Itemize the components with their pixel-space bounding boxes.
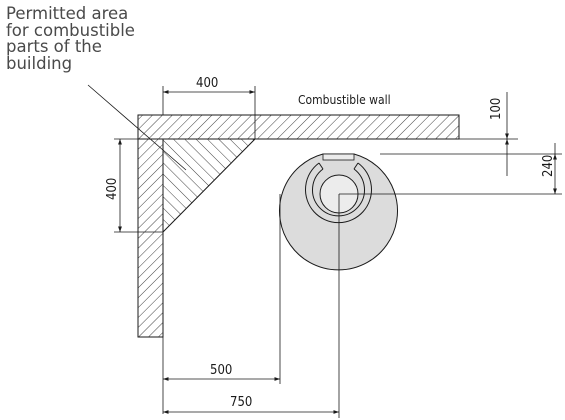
dimension-stove-depth: 240 <box>339 143 562 195</box>
dimension-top-width: 400 <box>162 76 256 139</box>
stove-door-outer-ring <box>305 162 372 224</box>
note-line-1: Permitted area <box>6 4 129 23</box>
note-line-2: for combustible <box>6 20 135 40</box>
dimension-total-distance: 750 <box>163 194 340 418</box>
note-line-4: building <box>6 53 73 73</box>
stove-ring-end-left <box>318 162 324 170</box>
dimension-left-height-value: 400 <box>105 178 120 200</box>
stove-door-inner-ring <box>312 168 365 217</box>
stove-top-view <box>279 153 398 271</box>
dimension-top-width-value: 400 <box>196 76 218 91</box>
stove-ring-end-right <box>353 162 359 170</box>
combustible-wall-vertical <box>137 138 164 338</box>
dimension-side-distance-value: 500 <box>210 363 232 378</box>
dimension-wall-thickness: 100 <box>459 92 518 176</box>
permitted-area-zone <box>162 138 257 234</box>
dimension-side-distance: 500 <box>162 194 281 414</box>
dimension-left-height: 400 <box>105 138 163 233</box>
dimension-wall-thickness-value: 100 <box>489 98 504 120</box>
wall-label: Combustible wall <box>298 93 391 107</box>
note-line-3: parts of the <box>6 37 102 57</box>
permitted-area-note: Permitted area for combustible parts of … <box>6 4 135 73</box>
stove-back-plate <box>322 153 355 161</box>
dimension-total-distance-value: 750 <box>230 395 252 410</box>
dimension-stove-depth-value: 240 <box>541 155 556 177</box>
combustible-wall-horizontal <box>137 114 460 140</box>
